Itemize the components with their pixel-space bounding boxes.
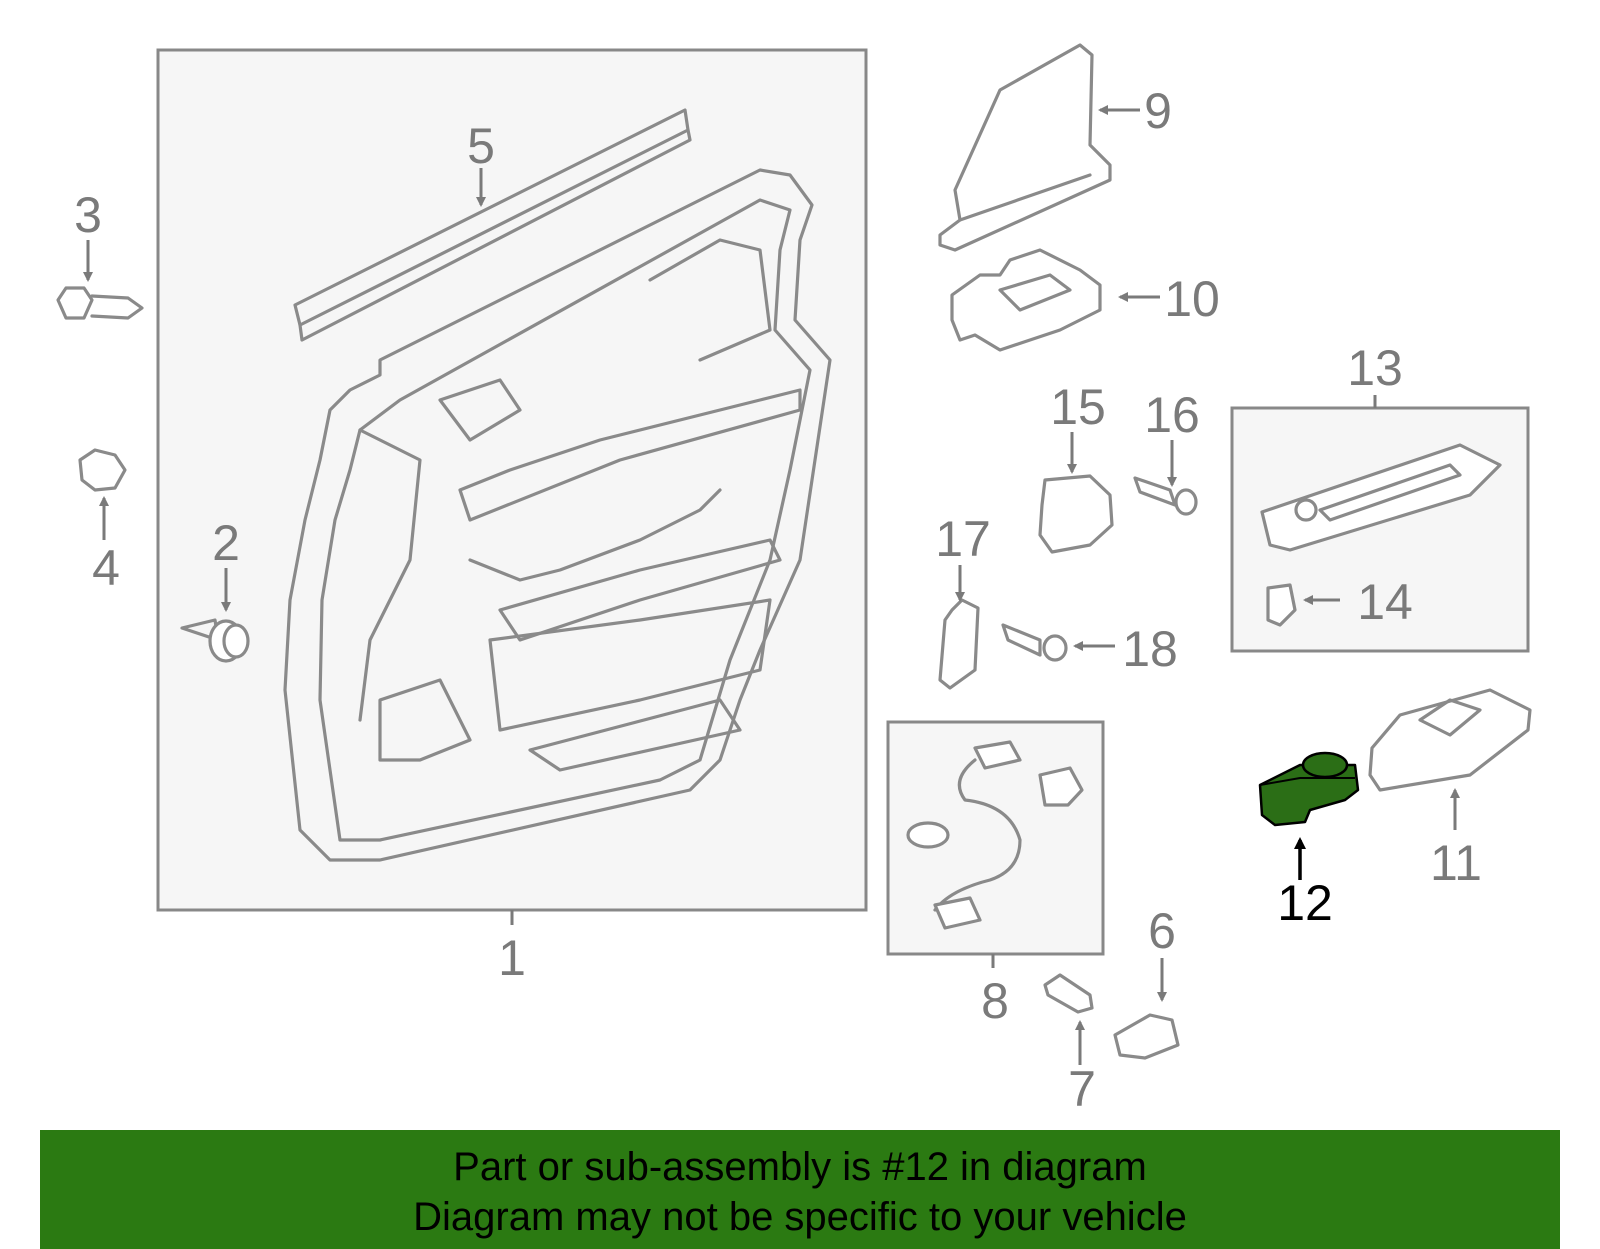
label-11: 11: [1430, 835, 1482, 891]
banner-line-1: Part or sub-assembly is #12 in diagram: [453, 1145, 1147, 1189]
part-2-push-clip: 2: [180, 515, 250, 663]
part-16-screw: 16: [1133, 387, 1200, 516]
label-12: 12: [1277, 875, 1333, 931]
label-2: 2: [212, 515, 240, 571]
part-5-belt-molding: 5: [293, 108, 692, 342]
info-banner: Part or sub-assembly is #12 in diagram D…: [40, 1130, 1560, 1249]
part-6-socket: 6: [1113, 903, 1180, 1060]
part-18-screw: 18: [1001, 621, 1178, 677]
label-3: 3: [74, 187, 102, 243]
part-7-bulb: 7: [1043, 973, 1096, 1117]
label-1: 1: [498, 930, 526, 986]
label-7: 7: [1068, 1061, 1096, 1117]
parts-diagram: 1 5 3 4 2 9 10: [56, 43, 1532, 1117]
part-1-frame: [156, 48, 868, 912]
part-1-door-panel: 1: [156, 48, 868, 986]
part-4-clip: 4: [78, 448, 127, 596]
part-15-switch: 15: [1038, 379, 1114, 554]
part-8-harness: 8: [886, 720, 1105, 1029]
label-13: 13: [1347, 340, 1403, 396]
part-9-bracket: 9: [938, 43, 1172, 252]
part-11-master-switch: 11: [1368, 688, 1532, 891]
part-14-switch: 14: [1266, 574, 1413, 630]
label-17: 17: [935, 511, 991, 567]
part-12-highlighted-switch: 12: [1258, 751, 1360, 931]
label-6: 6: [1148, 903, 1176, 959]
label-4: 4: [92, 540, 120, 596]
label-14: 14: [1357, 574, 1413, 630]
label-9: 9: [1144, 83, 1172, 139]
part-10-bracket: 10: [950, 248, 1220, 352]
label-10: 10: [1164, 271, 1220, 327]
part-3-bolt: 3: [56, 187, 144, 320]
label-18: 18: [1122, 621, 1178, 677]
label-5: 5: [467, 118, 495, 174]
part-17-holder: 17: [935, 511, 991, 690]
banner-line-2: Diagram may not be specific to your vehi…: [413, 1195, 1187, 1239]
label-8: 8: [981, 973, 1009, 1029]
label-16: 16: [1144, 387, 1200, 443]
label-15: 15: [1050, 379, 1106, 435]
